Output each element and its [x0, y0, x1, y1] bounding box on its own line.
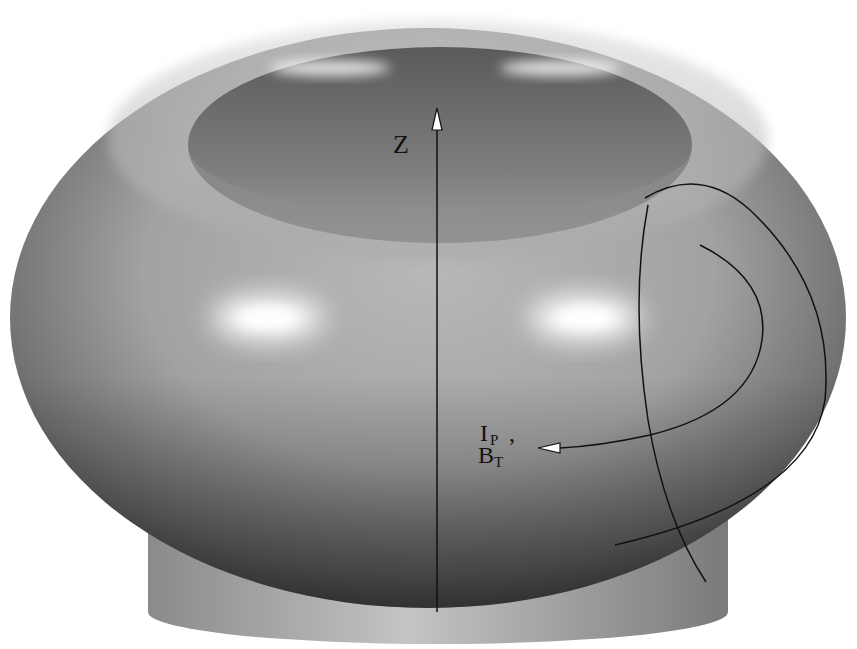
field-subscript: T: [494, 455, 503, 470]
axis-label: Z: [393, 132, 409, 158]
current-symbol: I: [480, 421, 488, 445]
separator-comma: ,: [509, 421, 515, 445]
field-symbol: B: [478, 443, 494, 467]
